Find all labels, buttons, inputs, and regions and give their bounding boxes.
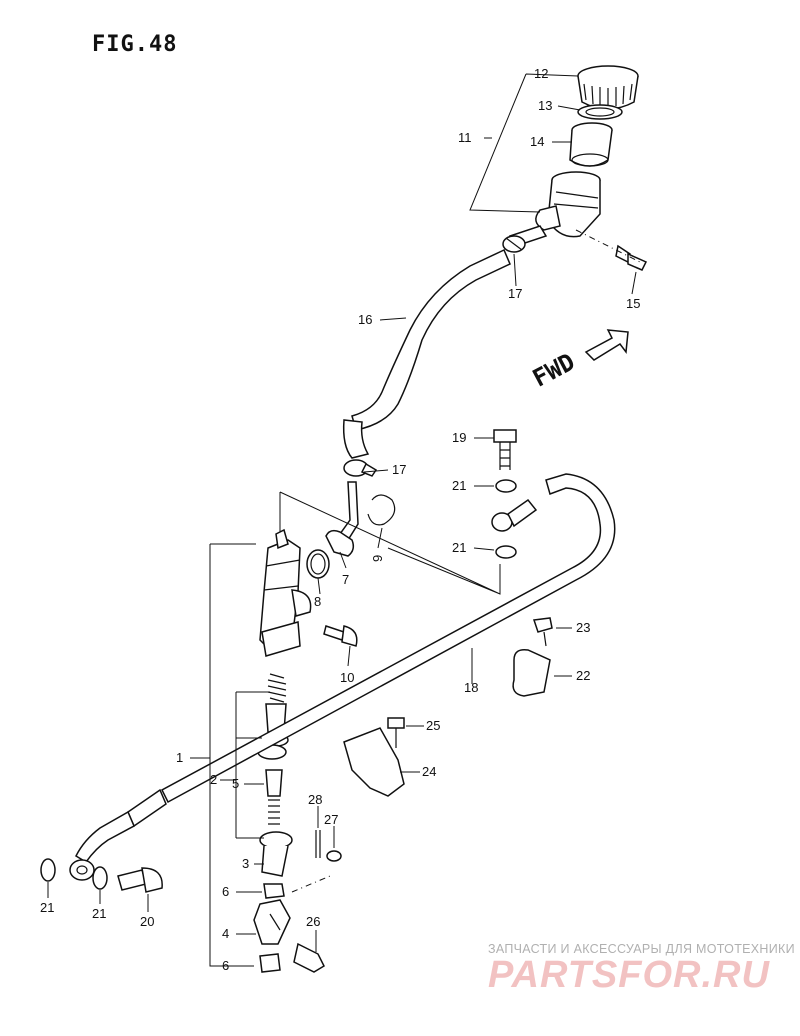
washer-27 — [326, 850, 342, 862]
callout-12: 12 — [534, 66, 548, 81]
washer-21c — [495, 479, 517, 493]
watermark-logo: PARTSFOR.RU — [488, 954, 770, 996]
callout-2: 2 — [210, 772, 217, 787]
hose-guide-screw — [532, 617, 553, 647]
joint-o-ring — [306, 549, 330, 579]
callout-14: 14 — [530, 134, 544, 149]
callout-21-b: 21 — [92, 906, 106, 921]
callout-6-lower: 6 — [222, 958, 229, 973]
bracket-bolt — [387, 717, 405, 748]
reservoir-body — [508, 171, 601, 247]
leader-lines — [47, 73, 637, 967]
callout-10: 10 — [340, 670, 354, 685]
reservoir-hose — [342, 248, 511, 459]
cap-seal-ring — [577, 104, 623, 120]
forward-arrow-icon — [584, 329, 629, 361]
spring — [267, 673, 287, 703]
callout-4: 4 — [222, 926, 229, 941]
callout-22: 22 — [576, 668, 590, 683]
hose-clamp-lower — [343, 459, 378, 477]
callout-17-upper: 17 — [508, 286, 522, 301]
callout-19: 19 — [452, 430, 466, 445]
washer-21b — [92, 866, 108, 890]
rod-end-clevis — [253, 899, 291, 945]
washer-21d — [495, 545, 517, 559]
circlip — [367, 494, 396, 526]
reservoir-cap — [577, 65, 639, 110]
hose-banjo-upper — [491, 498, 538, 532]
diaphragm — [569, 122, 613, 167]
callout-5: 5 — [232, 776, 239, 791]
hose-guide — [512, 648, 551, 697]
callout-3: 3 — [242, 856, 249, 871]
callout-18: 18 — [464, 680, 478, 695]
clevis-pin — [293, 942, 325, 973]
hose-clamp-upper — [502, 235, 526, 253]
hose-banjo-lower — [69, 859, 95, 881]
callout-26: 26 — [306, 914, 320, 929]
callout-labels: 12 13 14 11 15 17 16 17 19 21 21 9 7 8 1… — [40, 66, 640, 973]
hose-joint — [325, 481, 359, 557]
boot — [259, 831, 293, 877]
callout-15: 15 — [626, 296, 640, 311]
cotter-pin — [315, 830, 321, 858]
banjo-bolt-20 — [117, 867, 163, 893]
watermark-tagline: ЗАПЧАСТИ И АКСЕССУАРЫ ДЛЯ МОТОТЕХНИКИ — [488, 942, 795, 956]
brake-hose — [75, 473, 616, 863]
figure-title: FIG.48 — [92, 32, 178, 57]
master-cylinder — [259, 528, 312, 657]
reservoir-bracket — [343, 727, 405, 797]
callout-21-a: 21 — [40, 900, 54, 915]
callout-21-d: 21 — [452, 540, 466, 555]
mounting-bolt-10 — [323, 625, 358, 647]
callout-23: 23 — [576, 620, 590, 635]
callout-8: 8 — [314, 594, 321, 609]
banjo-bolt-19 — [493, 429, 517, 470]
callout-13: 13 — [538, 98, 552, 113]
callout-7: 7 — [342, 572, 349, 587]
lock-nut-lower — [259, 953, 281, 973]
callout-9: 9 — [370, 555, 385, 562]
callout-27: 27 — [324, 812, 338, 827]
lock-nut-upper — [263, 883, 285, 899]
callout-20: 20 — [140, 914, 154, 929]
callout-28: 28 — [308, 792, 322, 807]
callout-11: 11 — [458, 130, 472, 145]
push-rod — [265, 769, 283, 825]
callout-1: 1 — [176, 750, 183, 765]
callout-16: 16 — [358, 312, 372, 327]
callout-24: 24 — [422, 764, 436, 779]
washer-21a — [40, 858, 56, 882]
callout-17-lower: 17 — [392, 462, 406, 477]
callout-25: 25 — [426, 718, 440, 733]
callout-21-c: 21 — [452, 478, 466, 493]
callout-6-upper: 6 — [222, 884, 229, 899]
